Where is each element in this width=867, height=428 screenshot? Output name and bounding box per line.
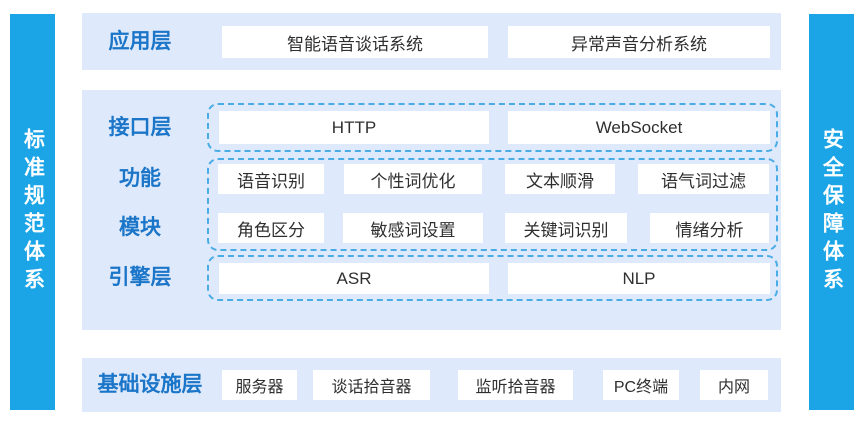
interface-layer-dashed-group	[207, 103, 778, 152]
application-layer-label: 应用层	[108, 30, 172, 53]
infrastructure-item-box: 监听拾音器	[458, 370, 573, 400]
engine-item-box: NLP	[508, 263, 770, 294]
function-module-label-line1: 功能	[119, 167, 161, 190]
interface-item-box: HTTP	[219, 111, 489, 144]
application-item-box: 异常声音分析系统	[508, 26, 770, 58]
infrastructure-item-box: 谈话拾音器	[313, 370, 430, 400]
function-item-box: 角色区分	[218, 213, 324, 243]
function-item-box: 语气词过滤	[638, 164, 769, 194]
function-item-box: 关键词识别	[505, 213, 627, 243]
function-item-box: 文本顺滑	[505, 164, 615, 194]
function-module-label-line2: 模块	[119, 216, 161, 239]
security-system-label: 安全保障体系	[820, 128, 844, 296]
security-system-pillar: 安全保障体系	[809, 14, 854, 410]
function-item-box: 敏感词设置	[343, 213, 483, 243]
standards-system-pillar: 标准规范体系	[10, 14, 55, 410]
infrastructure-item-box: 内网	[700, 370, 768, 400]
infrastructure-item-box: PC终端	[603, 370, 679, 400]
engine-layer-dashed-group	[207, 255, 778, 301]
function-item-box: 个性词优化	[344, 164, 482, 194]
infrastructure-item-box: 服务器	[222, 370, 297, 400]
engine-item-box: ASR	[219, 263, 489, 294]
function-module-dashed-group	[207, 158, 778, 251]
function-item-box: 语音识别	[218, 164, 324, 194]
interface-item-box: WebSocket	[508, 111, 770, 144]
standards-system-label: 标准规范体系	[21, 128, 45, 296]
function-item-box: 情绪分析	[650, 213, 769, 243]
application-item-box: 智能语音谈话系统	[222, 26, 488, 58]
interface-layer-label: 接口层	[108, 116, 172, 139]
engine-layer-label: 引擎层	[108, 266, 172, 289]
infrastructure-layer-label: 基础设施层	[97, 373, 203, 396]
